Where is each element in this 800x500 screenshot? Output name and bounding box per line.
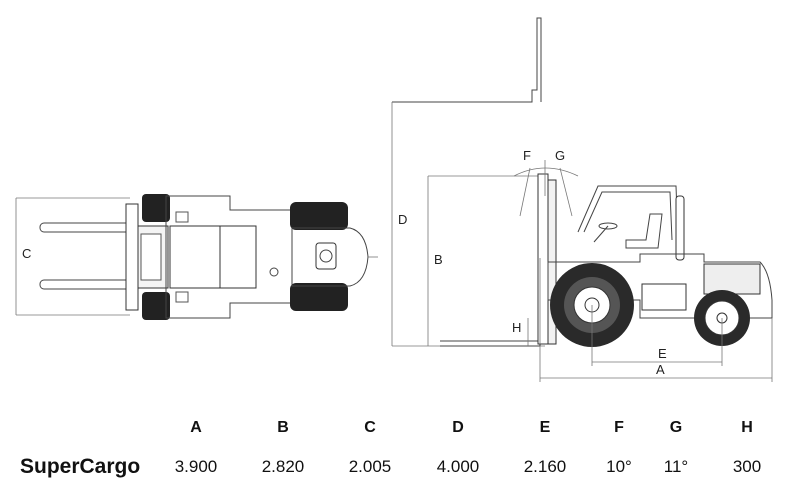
truck-body <box>547 253 773 319</box>
tilt-line-forward <box>519 167 531 217</box>
value-c: 2.005 <box>348 457 392 476</box>
mast-side <box>537 173 549 345</box>
lowered-fork <box>440 340 541 347</box>
mast-detail <box>140 233 162 281</box>
value-f: 10° <box>606 457 632 476</box>
model-name: SuperCargo <box>20 455 141 478</box>
label-e: E <box>658 346 667 361</box>
header-b: B <box>277 419 289 436</box>
raised-fork-outline <box>392 17 542 103</box>
forklift-top-view: C <box>15 194 378 320</box>
front-tyre-right <box>142 292 170 320</box>
operator-seat <box>625 213 663 249</box>
overhead-guard-inner <box>583 191 673 241</box>
label-g: G <box>555 148 565 163</box>
step-left <box>175 211 189 223</box>
filler-cap <box>269 267 279 277</box>
header-a: A <box>190 419 202 436</box>
side-panel <box>641 283 687 311</box>
value-b: 2.820 <box>261 457 305 476</box>
fork-top <box>39 222 131 233</box>
front-tyre-left <box>142 194 170 222</box>
counterweight-badge <box>315 242 337 270</box>
operator-deck <box>169 225 221 289</box>
rear-tyre-right <box>290 283 348 311</box>
label-c: C <box>22 246 31 261</box>
header-g: G <box>669 419 683 436</box>
header-h: H <box>741 419 753 436</box>
counterweight-side <box>703 263 761 295</box>
label-a: A <box>656 362 665 377</box>
step-right <box>175 291 189 303</box>
counterweight-hitch <box>319 249 333 263</box>
label-b: B <box>434 252 443 267</box>
value-d: 4.000 <box>436 457 480 476</box>
steering-wheel <box>598 222 618 230</box>
header-f: F <box>614 419 624 436</box>
header-c: C <box>364 419 376 436</box>
fork-carriage <box>125 203 139 311</box>
rear-tyre-left <box>290 202 348 230</box>
value-e: 2.160 <box>523 457 567 476</box>
fork-bottom <box>39 279 131 290</box>
label-d: D <box>398 212 407 227</box>
forklift-side-view: D B H F G <box>391 17 773 382</box>
label-h: H <box>512 320 521 335</box>
header-e: E <box>539 419 551 436</box>
tilt-arc <box>513 167 579 177</box>
value-h: 300 <box>732 457 762 476</box>
counterweight <box>291 227 369 287</box>
label-f: F <box>523 148 531 163</box>
seat-top <box>219 225 257 289</box>
exhaust-pipe <box>675 195 685 261</box>
value-g: 11° <box>663 457 689 476</box>
header-d: D <box>452 419 464 436</box>
tilt-line-back <box>559 167 573 217</box>
value-a: 3.900 <box>174 457 218 476</box>
